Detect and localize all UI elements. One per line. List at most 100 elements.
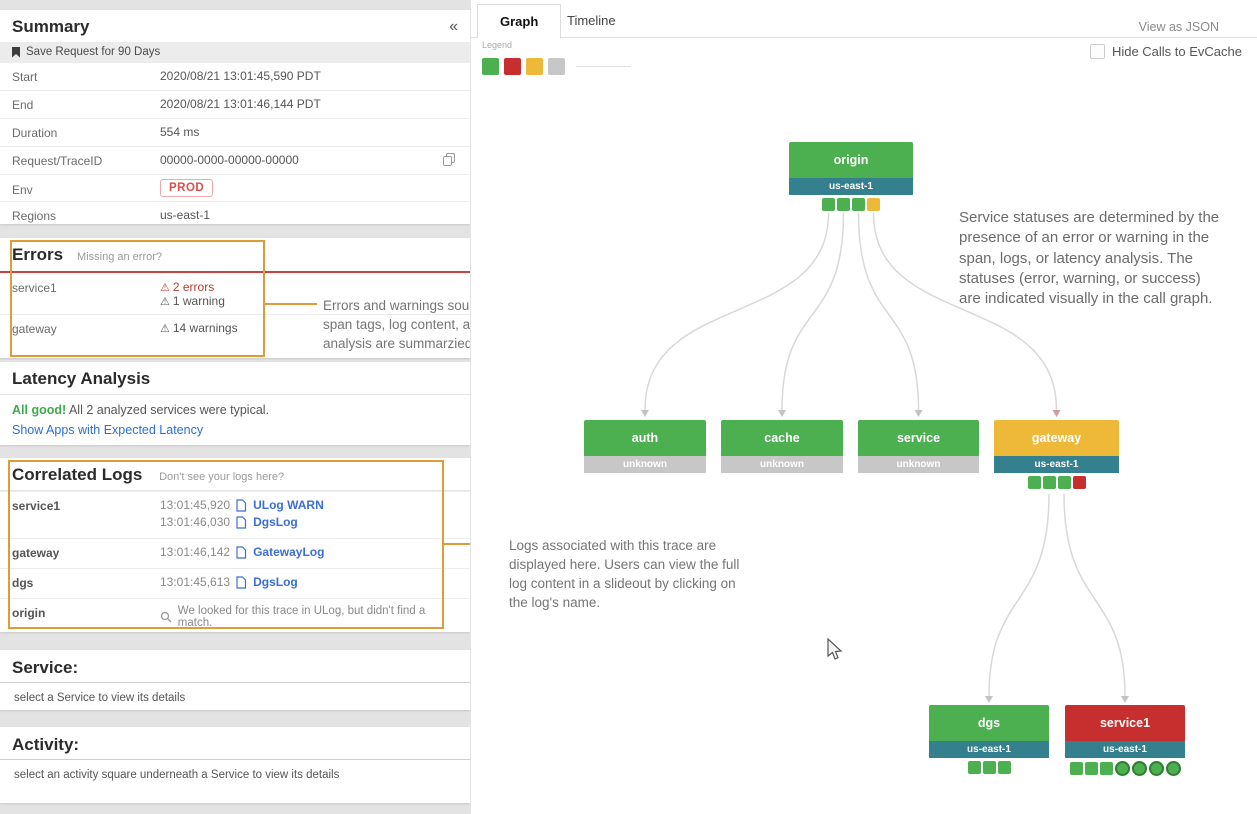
node-region: us-east-1 xyxy=(929,741,1049,758)
call-graph-edges xyxy=(641,212,1129,703)
log-service-name: origin xyxy=(12,606,46,620)
error-service-name: gateway xyxy=(12,322,57,336)
search-icon xyxy=(160,611,172,623)
errors-title: Errors xyxy=(12,245,64,264)
legend-unknown-swatch xyxy=(548,58,565,75)
log-row-service1: service1 13:01:45,920 ULog WARN 13:01:46… xyxy=(0,491,470,538)
activity-square[interactable] xyxy=(1042,476,1056,489)
document-icon xyxy=(236,498,247,512)
activity-square[interactable] xyxy=(822,198,835,211)
legend-success-swatch xyxy=(482,58,499,75)
log-row-dgs: dgs 13:01:45,613 DgsLog xyxy=(0,568,470,598)
errors-header: Errors Missing an error? xyxy=(0,238,470,273)
log-time: 13:01:46,030 xyxy=(160,515,231,529)
summary-row-duration: Duration 554 ms xyxy=(0,118,470,146)
summary-row-env: Env PROD xyxy=(0,174,470,201)
graph-node-service[interactable]: service unknown xyxy=(858,420,979,473)
graph-node-cache[interactable]: cache unknown xyxy=(721,420,843,473)
bookmark-icon xyxy=(12,46,20,58)
cache-call-circle[interactable] xyxy=(1114,761,1130,776)
summary-row-start: Start 2020/08/21 13:01:45,590 PDT xyxy=(0,62,470,90)
graph-node-origin[interactable]: origin us-east-1 xyxy=(789,142,913,211)
save-request-label: Save Request for 90 Days xyxy=(26,46,161,58)
field-value: 2020/08/21 13:01:45,590 PDT xyxy=(160,69,321,83)
collapse-panel-icon[interactable]: « xyxy=(449,18,458,35)
hide-evcache-label: Hide Calls to EvCache xyxy=(1111,44,1242,59)
errors-card: Errors Missing an error? service1 ⚠2 err… xyxy=(0,238,470,358)
details-sidebar: Summary « Save Request for 90 Days Start… xyxy=(0,0,470,814)
error-row-service1: service1 ⚠2 errors ⚠1 warning xyxy=(0,273,470,314)
tab-graph[interactable]: Graph xyxy=(477,4,562,39)
env-badge: PROD xyxy=(160,179,214,197)
node-region: us-east-1 xyxy=(789,178,913,195)
cache-call-circle[interactable] xyxy=(1131,761,1147,776)
mouse-cursor xyxy=(827,638,843,660)
log-time: 13:01:45,613 xyxy=(160,575,231,589)
tab-timeline[interactable]: Timeline xyxy=(567,13,616,28)
activity-square[interactable] xyxy=(1069,762,1083,775)
view-as-json-link[interactable]: View as JSON xyxy=(1138,20,1219,34)
activity-square[interactable] xyxy=(1072,476,1086,489)
logs-title: Correlated Logs xyxy=(12,465,143,484)
activity-square[interactable] xyxy=(852,198,865,211)
activity-card: Activity: select an activity square unde… xyxy=(0,727,470,803)
activity-square[interactable] xyxy=(1027,476,1041,489)
hide-evcache-control: Hide Calls to EvCache xyxy=(1089,44,1242,59)
node-label: auth xyxy=(584,420,706,456)
graph-panel: Graph Timeline View as JSON Legend Hide … xyxy=(470,0,1257,814)
field-label: Request/TraceID xyxy=(12,154,103,168)
activity-square[interactable] xyxy=(1057,476,1071,489)
log-service-name: service1 xyxy=(12,499,61,513)
activity-square[interactable] xyxy=(1084,762,1098,775)
cache-call-circle[interactable] xyxy=(1165,761,1181,776)
field-label: Env xyxy=(12,183,33,197)
summary-row-regions: Regions us-east-1 xyxy=(0,201,470,229)
save-request-button[interactable]: Save Request for 90 Days xyxy=(0,42,470,62)
warning-triangle-icon: ⚠ xyxy=(160,323,170,335)
activity-square[interactable] xyxy=(997,761,1011,774)
summary-title: Summary xyxy=(12,17,90,36)
errors-annotation-connector xyxy=(265,303,317,305)
show-expected-latency-link[interactable]: Show Apps with Expected Latency xyxy=(12,423,204,437)
activity-square[interactable] xyxy=(1099,762,1113,775)
log-link[interactable]: ULog WARN xyxy=(253,498,324,512)
field-value: 554 ms xyxy=(160,125,200,139)
node-region: unknown xyxy=(858,456,979,473)
log-link[interactable]: GatewayLog xyxy=(253,545,325,559)
log-link[interactable]: DgsLog xyxy=(253,515,298,529)
legend-error-swatch xyxy=(504,58,521,75)
field-value: us-east-1 xyxy=(160,208,211,222)
activity-square[interactable] xyxy=(837,198,850,211)
missing-error-link[interactable]: Missing an error? xyxy=(77,251,163,263)
node-label: service xyxy=(858,420,979,456)
activity-square[interactable] xyxy=(967,761,981,774)
graph-node-gateway[interactable]: gateway us-east-1 xyxy=(994,420,1119,489)
field-value: 00000-0000-00000-00000 xyxy=(160,153,299,167)
log-service-name: dgs xyxy=(12,576,34,590)
graph-node-service1[interactable]: service1 us-east-1 xyxy=(1065,705,1185,776)
document-icon xyxy=(236,575,247,589)
node-label: origin xyxy=(789,142,913,178)
activity-square[interactable] xyxy=(982,761,996,774)
latency-message: All 2 analyzed services were typical. xyxy=(68,403,270,417)
node-region: unknown xyxy=(584,456,706,473)
field-label: End xyxy=(12,98,34,112)
log-time: 13:01:46,142 xyxy=(160,545,231,559)
copy-icon[interactable] xyxy=(443,153,456,171)
log-link[interactable]: DgsLog xyxy=(253,575,298,589)
graph-node-dgs[interactable]: dgs us-east-1 xyxy=(929,705,1049,774)
statuses-note: Service statuses are determined by the p… xyxy=(959,209,1220,307)
activity-row xyxy=(929,761,1049,774)
activity-square[interactable] xyxy=(867,198,880,211)
error-row-gateway: gateway ⚠14 warnings xyxy=(0,314,470,342)
logs-hint-link[interactable]: Don't see your logs here? xyxy=(159,471,285,483)
summary-card: Summary « Save Request for 90 Days Start… xyxy=(0,10,470,224)
node-region: us-east-1 xyxy=(1065,741,1185,758)
graph-node-auth[interactable]: auth unknown xyxy=(584,420,706,473)
hide-evcache-checkbox[interactable] xyxy=(1089,44,1105,59)
legend xyxy=(482,58,631,75)
cache-call-circle[interactable] xyxy=(1148,761,1164,776)
service-section-title: Service: xyxy=(0,650,470,683)
summary-row-traceid: Request/TraceID 00000-0000-00000-00000 xyxy=(0,146,470,174)
